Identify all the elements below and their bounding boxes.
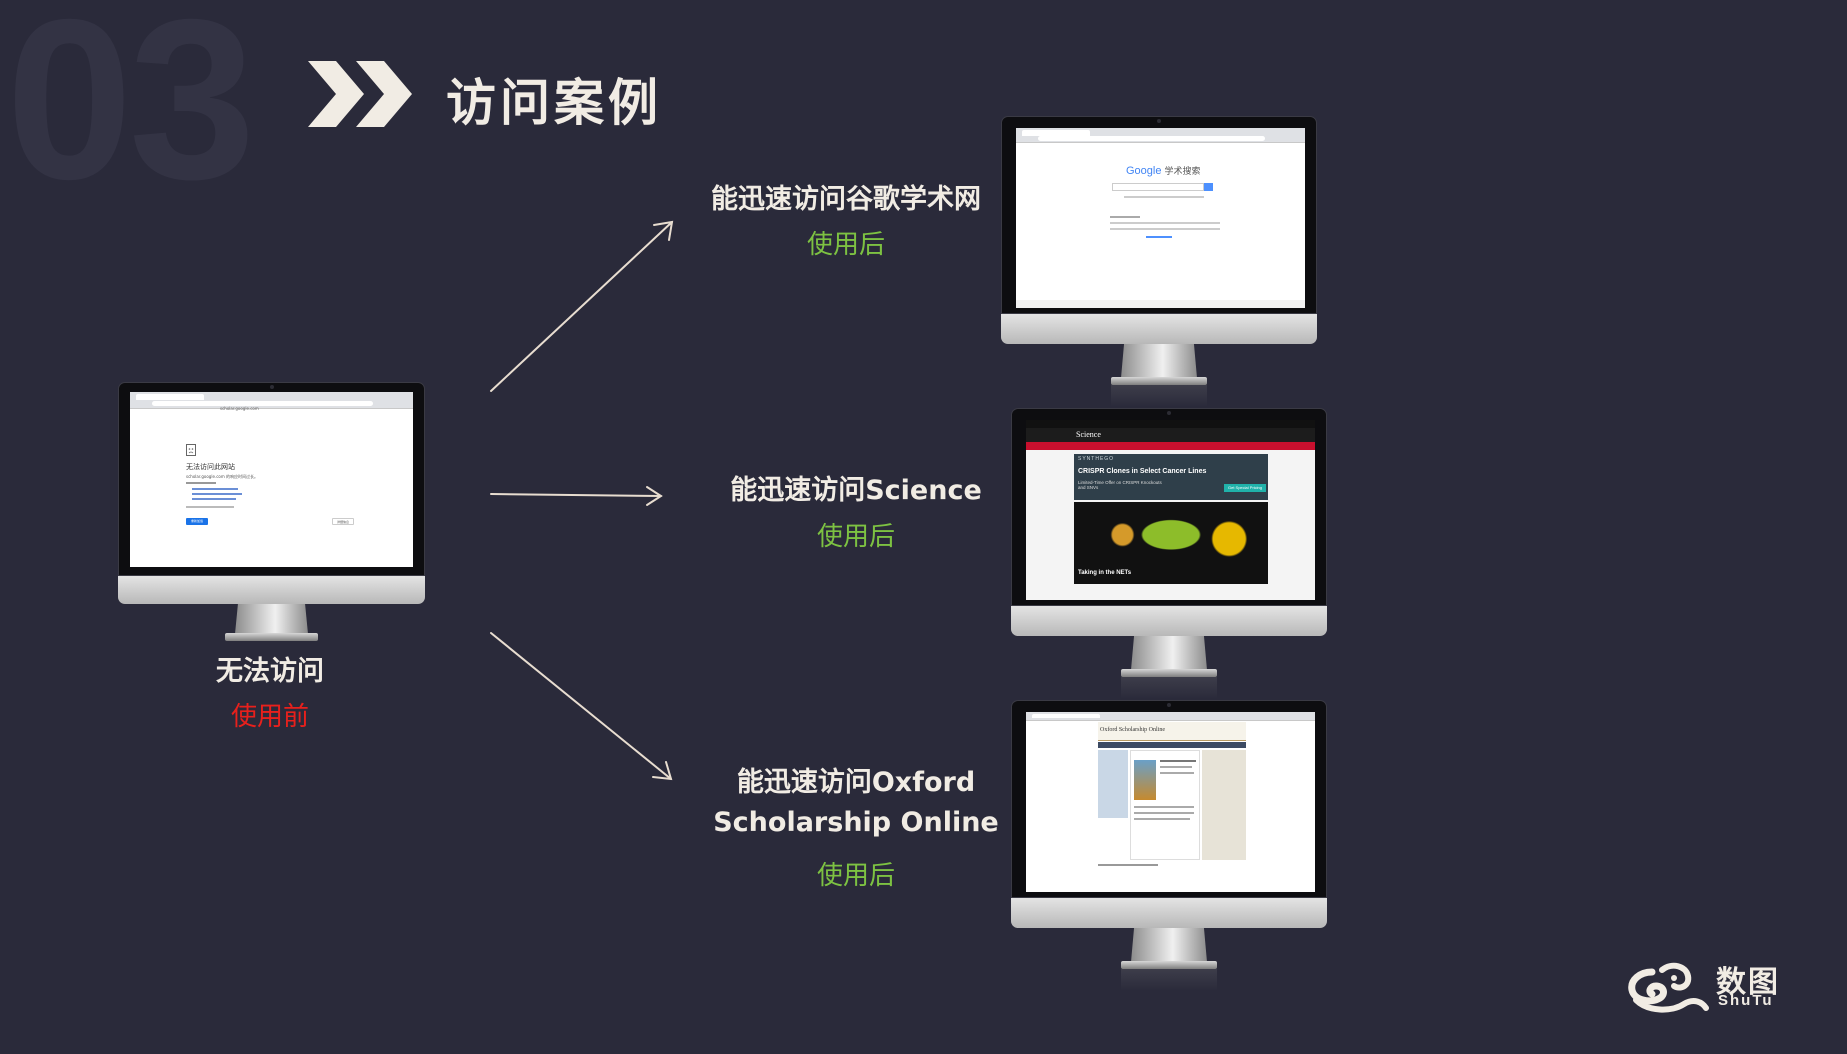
science-label: 能迅速访问Science — [730, 475, 982, 506]
feature-caption: Taking in the NETs — [1078, 570, 1132, 576]
oxford-sub-label: 使用后 — [816, 861, 895, 891]
google-scholar-sub-label: 使用后 — [806, 230, 885, 260]
arrow-to-science — [490, 493, 662, 497]
page-title: 访问案例 — [446, 74, 662, 132]
science-masthead: Science — [1076, 430, 1101, 439]
science-feature-image[interactable]: Taking in the NETs — [1074, 502, 1268, 584]
logo-cn: 数图 — [1716, 965, 1780, 1000]
monitor-before: scholar.google.com 无法访问此网站 scholar.googl… — [118, 382, 425, 642]
monitor-google-scholar: Google 学术搜索 — [1001, 116, 1317, 407]
science-sub-label: 使用后 — [816, 522, 895, 552]
ad-button[interactable]: Get Special Pricing — [1224, 484, 1266, 492]
before-label: 无法访问 — [216, 656, 324, 687]
screen-before-error-title: 无法访问此网站 — [186, 463, 235, 471]
science-ad-banner[interactable]: SYNTHEGO CRISPR Clones in Select Cancer … — [1074, 454, 1268, 500]
monitor-oxford: Oxford Scholarship Online — [1011, 700, 1327, 991]
screen-before-address: scholar.google.com — [220, 406, 259, 411]
screen-before-error-text: scholar.google.com 的响应时间过长。 — [186, 474, 259, 479]
ad-title: CRISPR Clones in Select Cancer Lines — [1078, 468, 1207, 475]
oxford-site-title: Oxford Scholarship Online — [1100, 727, 1165, 733]
scholar-search-button[interactable] — [1204, 183, 1213, 191]
scholar-search-input[interactable] — [1112, 183, 1204, 191]
double-chevron-icon — [308, 61, 412, 127]
google-logo-text: Google — [1126, 165, 1162, 177]
details-button[interactable]: 详细信息 — [332, 518, 354, 525]
monitor-science: Science SYNTHEGO CRISPR Clones in Select… — [1011, 408, 1327, 699]
reload-button[interactable]: 重新加载 — [186, 518, 208, 525]
google-scholar-label: 能迅速访问谷歌学术网 — [711, 184, 981, 215]
oxford-label-line1: 能迅速访问Oxford — [736, 767, 976, 798]
oxford-label-line2: Scholarship Online — [713, 807, 999, 838]
ad-brand: SYNTHEGO — [1078, 456, 1115, 462]
logo-en: ShuTu — [1718, 992, 1774, 1009]
screen-google-scholar: Google 学术搜索 — [1016, 128, 1305, 308]
section-number: 03 — [6, 0, 256, 227]
ad-text: Limited-Time Offer on CRISPR Knockouts a… — [1078, 480, 1162, 490]
before-sub-label: 使用前 — [230, 702, 309, 732]
google-logo: Google 学术搜索 — [1126, 164, 1201, 177]
shutu-logo-icon — [1628, 962, 1709, 1013]
screen-science: Science SYNTHEGO CRISPR Clones in Select… — [1026, 420, 1315, 600]
arrow-to-google-scholar — [490, 221, 673, 392]
sad-file-icon — [186, 444, 196, 456]
screen-oxford: Oxford Scholarship Online — [1026, 712, 1315, 892]
screen-before: scholar.google.com 无法访问此网站 scholar.googl… — [130, 392, 413, 567]
arrow-to-oxford — [490, 632, 672, 780]
scholar-logo-suffix: 学术搜索 — [1164, 167, 1201, 177]
